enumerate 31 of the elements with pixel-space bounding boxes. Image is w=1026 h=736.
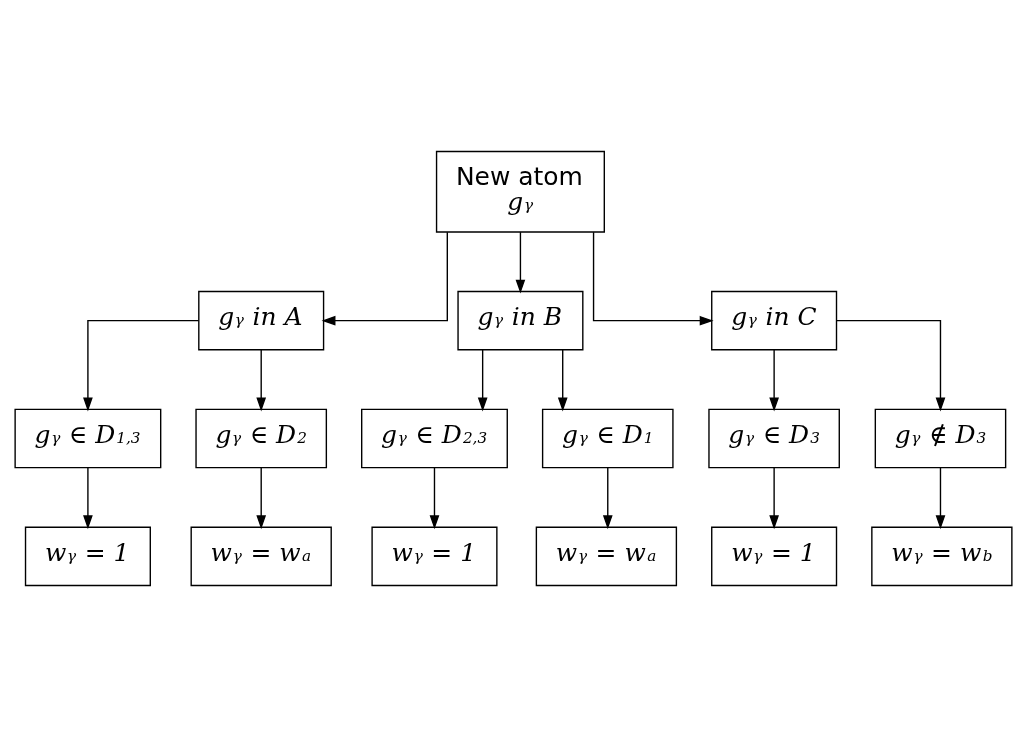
arrow — [429, 466, 439, 529]
node-box: wγ = 1 — [370, 526, 498, 586]
node-box: gγ ∉ D3 — [874, 408, 1006, 468]
node-box: wγ = wa — [190, 526, 332, 586]
arrow — [477, 348, 488, 411]
arrow — [602, 466, 613, 529]
arrow — [557, 348, 568, 411]
node-box: gγ ∈ D1 — [541, 408, 674, 468]
node-box: wγ = 1 — [710, 526, 837, 586]
arrow — [82, 466, 93, 529]
node-box: gγ in A — [197, 290, 324, 350]
arrow — [835, 319, 945, 411]
arrow — [82, 319, 199, 411]
arrow — [321, 231, 448, 326]
node-box: gγ ∈ D1,3 — [13, 408, 161, 468]
node-box: gγ in B — [456, 290, 583, 350]
node-box: gγ ∈ D2,3 — [360, 408, 508, 468]
arrow — [935, 466, 945, 529]
arrow — [768, 466, 779, 529]
node-box: gγ ∈ D3 — [707, 408, 840, 468]
arrow — [515, 231, 525, 294]
node-box: wγ = 1 — [24, 526, 151, 586]
node-box: gγ in C — [710, 290, 837, 350]
arrow — [592, 231, 714, 326]
node-box: wγ = wa — [535, 526, 677, 586]
arrow — [255, 348, 266, 411]
node-box: wγ = wb — [870, 526, 1013, 586]
arrow — [768, 348, 779, 411]
arrow — [255, 466, 266, 529]
node-box: gγ ∈ D2 — [194, 408, 327, 468]
node-box: New atom gγ — [435, 150, 605, 233]
